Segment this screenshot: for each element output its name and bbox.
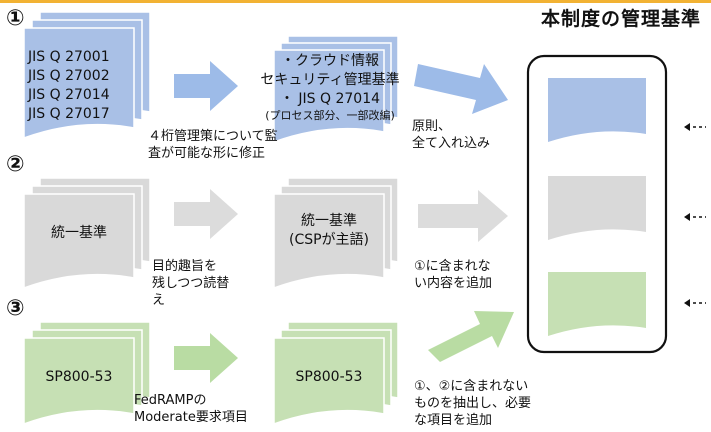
- source-line: SP800-53: [45, 369, 113, 385]
- doc-sheet: [23, 27, 135, 140]
- label-line: な項目を追加: [414, 413, 493, 428]
- mid-line: 統一基準: [301, 213, 357, 229]
- page-title: 本制度の管理基準: [540, 8, 701, 30]
- indicator-arrow-3: [684, 299, 706, 307]
- row1-mid-text: ・クラウド情報 セキュリティ管理基準 ・ JIS Q 27014 (プロセス部分…: [252, 52, 408, 123]
- source-line: JIS Q 27017: [28, 106, 110, 122]
- row3-step1-arrow: [174, 333, 238, 383]
- doc-sheet: [273, 193, 385, 290]
- row3-source-text: SP800-53: [24, 368, 134, 387]
- row2-mid-doc-stack: [273, 177, 399, 290]
- row1-mid-doc-stack: [273, 35, 399, 144]
- row3-step1-label: FedRAMPの Moderate要求項目: [134, 392, 248, 426]
- row1-source-doc-stack: [23, 11, 151, 140]
- row1-step1-label: ４桁管理策について監 査が可能な形に修正: [148, 128, 278, 162]
- mid-line: SP800-53: [295, 369, 363, 385]
- row1-step2-arrow: [414, 64, 508, 114]
- doc-sheet: [273, 337, 385, 426]
- indicator-arrow-1: [684, 123, 706, 131]
- result-doc-green: [548, 272, 646, 336]
- label-line: FedRAMPの: [134, 393, 207, 408]
- doc-sheet: [273, 49, 385, 144]
- indicator-arrow-2: [684, 213, 706, 221]
- label-line: Moderate要求項目: [134, 410, 248, 425]
- source-line: 統一基準: [51, 225, 107, 241]
- mid-line: セキュリティ管理基準: [260, 72, 400, 88]
- source-line: JIS Q 27002: [28, 68, 110, 84]
- row2-mid-text: 統一基準 (CSPが主語): [274, 212, 384, 250]
- label-line: ４桁管理策について監: [148, 129, 278, 144]
- row2-step1-label: 目的趣旨を 残しつつ読替 え: [152, 258, 229, 309]
- source-line: JIS Q 27014: [28, 87, 110, 103]
- row3-step2-label: ①、②に含まれない ものを抽出し、必要 な項目を追加: [414, 378, 531, 429]
- label-line: い内容を追加: [414, 276, 493, 291]
- row1-number: ①: [6, 6, 25, 31]
- row1-step1-arrow: [174, 61, 238, 111]
- label-line: 残しつつ読替: [152, 276, 230, 291]
- mid-line: (CSPが主語): [288, 232, 370, 248]
- row2-step2-arrow: [418, 190, 508, 242]
- result-doc-gray: [548, 176, 646, 240]
- source-line: JIS Q 27001: [28, 49, 110, 65]
- row3-number: ③: [6, 296, 25, 321]
- row3-mid-text: SP800-53: [274, 368, 384, 387]
- row3-mid-doc-stack: [273, 321, 399, 426]
- row1-step2-label: 原則、 全て入れ込み: [412, 118, 490, 152]
- mid-line: (プロセス部分、一部改編): [265, 109, 395, 122]
- label-line: 目的趣旨を: [152, 259, 218, 274]
- doc-sheet: [23, 337, 135, 426]
- label-line: ものを抽出し、必要: [414, 396, 532, 411]
- result-doc-blue: [548, 78, 646, 142]
- label-line: 査が可能な形に修正: [148, 146, 266, 161]
- row1-source-text: JIS Q 27001 JIS Q 27002 JIS Q 27014 JIS …: [28, 48, 110, 124]
- doc-sheet: [23, 193, 135, 290]
- mid-line: ・クラウド情報: [281, 53, 379, 69]
- label-line: え: [152, 293, 166, 308]
- row2-source-text: 統一基準: [24, 224, 134, 243]
- top-accent-line: [0, 0, 711, 3]
- label-line: ①に含まれな: [414, 259, 491, 274]
- row3-step2-arrow: [428, 311, 514, 362]
- row2-source-doc-stack: [23, 177, 151, 290]
- label-line: 原則、: [412, 119, 452, 134]
- row3-source-doc-stack: [23, 321, 151, 426]
- row2-step1-arrow: [174, 189, 238, 239]
- label-line: ①、②に含まれない: [414, 379, 529, 394]
- label-line: 全て入れ込み: [412, 136, 491, 151]
- row2-step2-label: ①に含まれな い内容を追加: [414, 258, 492, 292]
- mid-line: ・ JIS Q 27014: [279, 91, 381, 107]
- row2-number: ②: [6, 152, 25, 177]
